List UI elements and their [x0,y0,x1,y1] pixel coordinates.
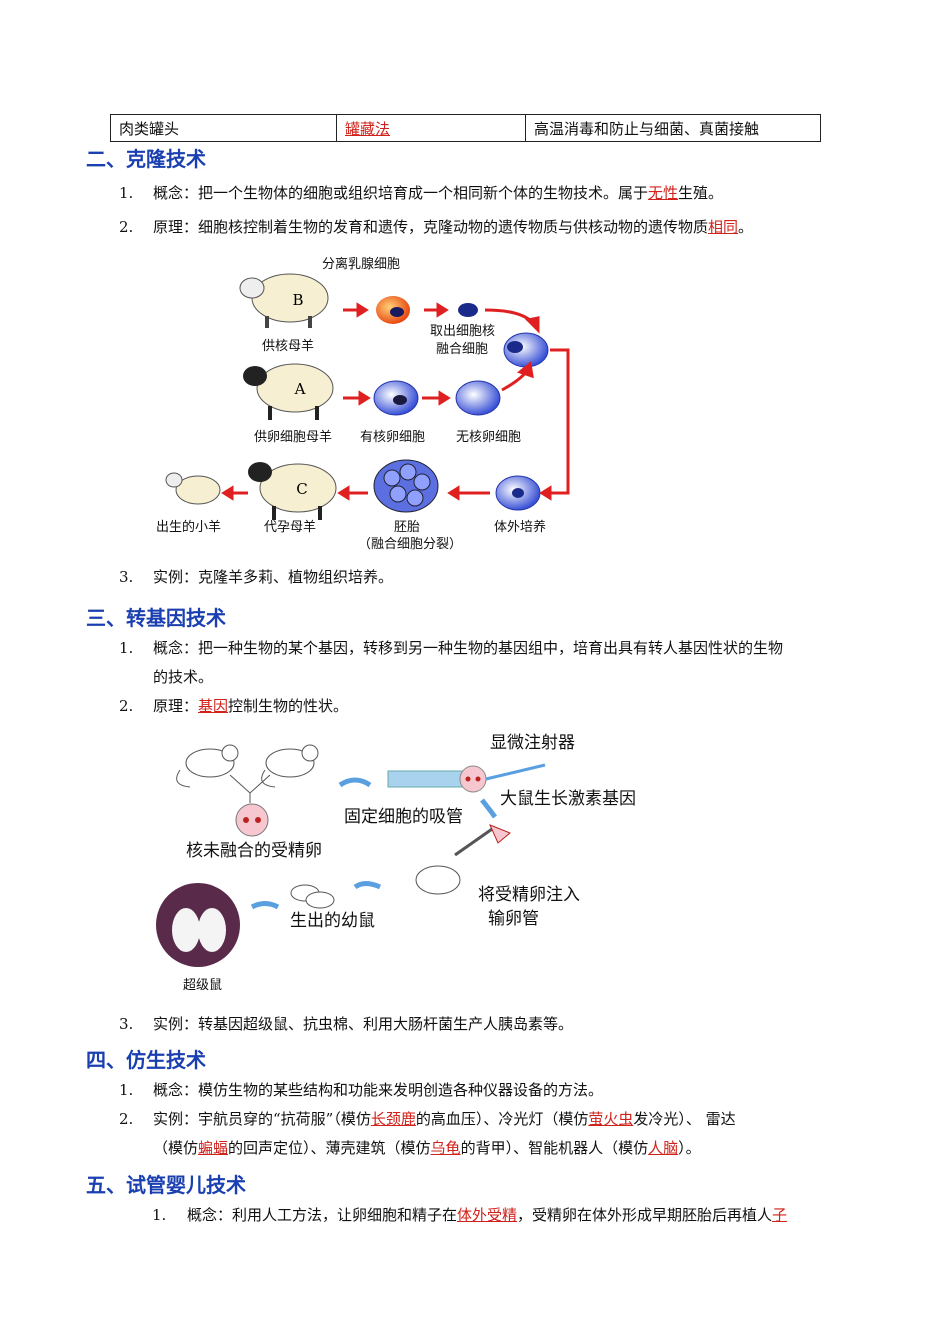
fig-label: 显微注射器 [490,733,575,753]
item-number: 1. [119,639,134,657]
injection-icon [415,824,511,895]
fig-label: 超级鼠 [183,978,223,993]
keyword: 罐藏法 [345,119,391,138]
item-number: 2. [119,697,134,715]
section-title: 五、试管婴儿技术 [86,1173,246,1197]
item-number: 3. [119,1015,134,1033]
fig-label: 大鼠生长激素基因 [500,789,636,809]
arrow-icon [221,302,570,501]
section-title: 四、仿生技术 [86,1048,206,1072]
item-text: 概念：利用人工方法，让卵细胞和精子在体外受精，受精卵在体外形成早期胚胎后再植人子 [187,1206,788,1224]
section-title: 三、转基因技术 [86,606,226,630]
fig-label: 供核母羊 [262,339,315,354]
sheep-label: A [294,380,306,398]
fig-label: 出生的小羊 [156,520,222,535]
section-title: 二、克隆技术 [86,147,206,171]
item-text: 原理：基因控制生物的性状。 [153,697,349,715]
arrow-icon [250,901,280,910]
fig-label: 固定细胞的吸管 [344,807,463,827]
sheep-label: C [296,480,307,498]
item-number: 3. [119,568,134,586]
table-cell: 高温消毒和防止与细菌、真菌接触 [525,114,821,142]
fig-label: （融合细胞分裂） [358,537,463,552]
sheep-c-icon [248,462,337,520]
embryo-icon [373,459,439,513]
item-text: 实例：宇航员穿的“抗荷服”（模仿长颈鹿的高血压）、冷光灯（模仿萤火虫发冷光）、 … [153,1110,736,1157]
nucleus-icon [458,303,478,317]
item-text: 概念：把一种生物的某个基因，转移到另一种生物的基因组中，培育出具有转人基因性状的… [153,639,784,686]
mouse-icon [176,744,319,788]
item-number: 1. [119,184,134,202]
item-text: 概念：模仿生物的某些结构和功能来发明创造各种仪器设备的方法。 [153,1081,604,1099]
fig-label: 生出的幼鼠 [290,911,375,931]
zygote-icon [235,803,269,837]
item-number: 2. [119,1110,134,1128]
fig-label: 核未融合的受精卵 [186,841,322,861]
fig-label: 将受精卵注入 [478,885,580,905]
fig-label: 有核卵细胞 [360,430,426,445]
table-cell: 肉类罐头 [110,114,337,142]
item-text: 实例：克隆羊多莉、植物组织培养。 [153,568,394,586]
table-row: 肉类罐头 罐藏法 高温消毒和防止与细菌、真菌接触 [110,114,821,142]
fig-label: 代孕母羊 [264,520,317,535]
item-number: 1. [152,1206,167,1224]
sheep-label: B [292,291,303,309]
arrow-icon [338,777,372,788]
cloning-diagram: B A C [165,273,570,520]
transgenic-diagram [156,744,546,967]
fig-label: 供卵细胞母羊 [254,430,333,445]
item-text: 概念：把一个生物体的细胞或组织培育成一个相同新个体的生物技术。属于无性生殖。 [153,184,724,202]
pups-icon [290,884,335,909]
enucleated-egg-icon [455,380,501,416]
sheep-b-icon [239,273,329,328]
fig-label: 融合细胞 [436,342,489,357]
fig-label: 输卵管 [488,909,539,929]
arrow-icon [480,798,498,819]
table-cell: 罐藏法 [336,114,526,142]
item-number: 2. [119,218,134,236]
item-text: 原理：细胞核控制着生物的发育和遗传，克隆动物的遗传物质与供核动物的遗传物质相同。 [153,218,754,236]
fig-label: 胚胎 [394,520,421,535]
arrow-icon [353,881,382,890]
lamb-icon [165,472,221,505]
fig-label: 取出细胞核 [430,324,496,339]
sheep-a-icon [243,363,334,420]
fig-label: 体外培养 [494,520,547,535]
fig-label: 分离乳腺细胞 [322,257,401,272]
preservation-table: 肉类罐头 罐藏法 高温消毒和防止与细菌、真菌接触 [110,114,821,142]
item-number: 1. [119,1081,134,1099]
item-text: 实例：转基因超级鼠、抗虫棉、利用大肠杆菌生产人胰岛素等。 [153,1015,574,1033]
fig-label: 无核卵细胞 [456,430,522,445]
pipette-icon [387,763,546,793]
